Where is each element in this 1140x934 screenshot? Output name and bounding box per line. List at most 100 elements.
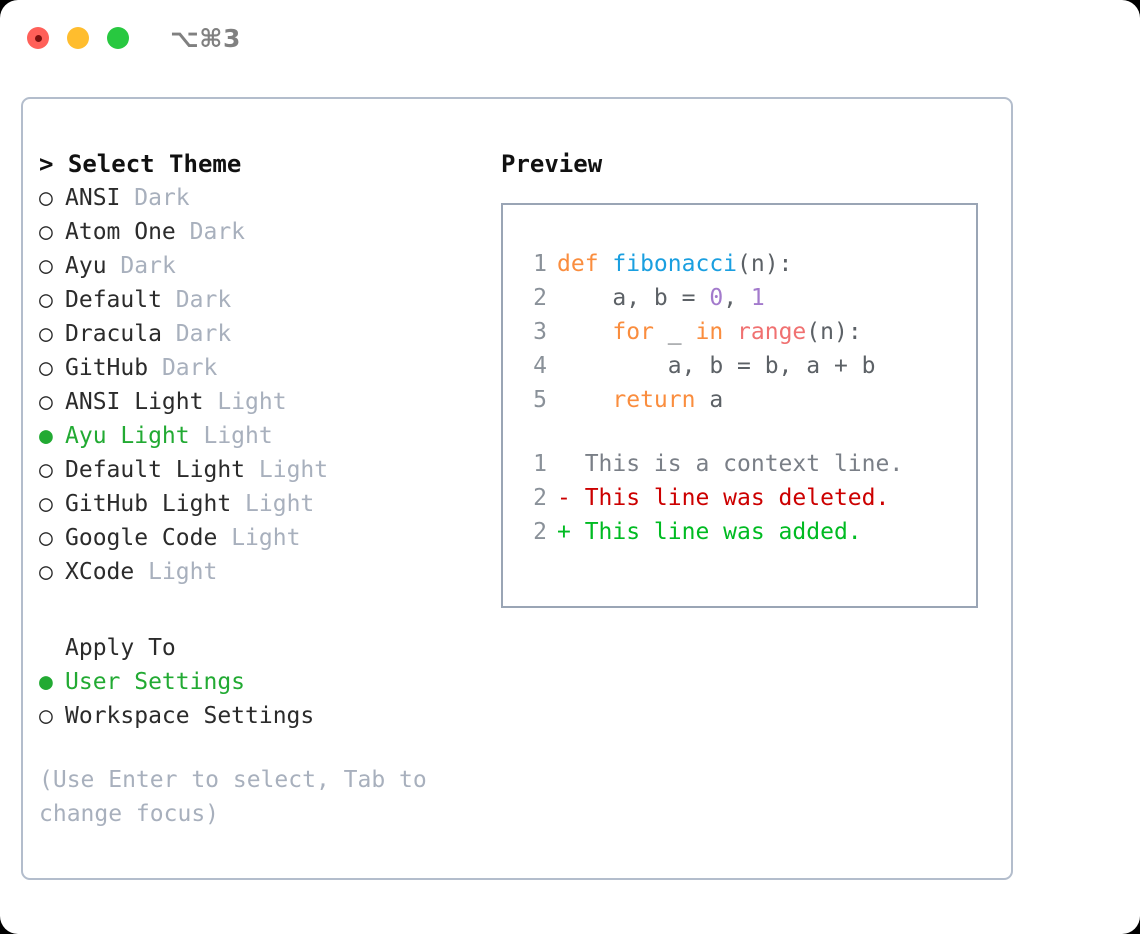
code-token-kw: for (612, 319, 654, 345)
theme-option-label: ANSI Light (65, 389, 204, 415)
traffic-lights (27, 27, 129, 49)
title-bar: ⌥⌘3 (0, 0, 1140, 78)
theme-option-label: Ayu Light (65, 423, 190, 449)
code-token-ctx: This is a context line. (557, 451, 904, 477)
code-token-id: a, b = b, a + b (557, 353, 876, 379)
theme-option-label: Default Light (65, 457, 246, 483)
theme-option-variant: Dark (134, 185, 190, 211)
code-token-kw: def (557, 251, 613, 277)
code-line: 3 for _ in range(n): (515, 315, 970, 349)
theme-option-label: Google Code (65, 525, 218, 551)
diff-line: 2 - This line was deleted. (515, 481, 970, 515)
code-token-fn: fibonacci (612, 251, 738, 277)
code-token-id: a, b = (557, 285, 710, 311)
theme-option-list: ○ANSI Dark○Atom One Dark○Ayu Dark○Defaul… (39, 181, 489, 589)
theme-option-github[interactable]: ○GitHub Dark (39, 351, 489, 385)
theme-option-ansi-light[interactable]: ○ ANSI Light Light (39, 385, 489, 419)
theme-option-variant: Light (203, 423, 273, 449)
radio-unselected-icon: ○ (39, 253, 53, 279)
select-theme-label: Select Theme (67, 150, 242, 178)
preview-title: Preview (501, 150, 603, 178)
line-number: 1 (533, 251, 547, 277)
theme-picker-column: > Select Theme ○ANSI Dark○Atom One Dark○… (39, 147, 489, 831)
theme-option-label: Ayu (65, 253, 107, 279)
theme-option-label: ANSI (65, 185, 121, 211)
diff-line: 1 This is a context line. (515, 447, 970, 481)
theme-option-label: Atom One (65, 219, 176, 245)
radio-unselected-icon: ○ (39, 287, 53, 313)
keyboard-shortcut-label: ⌥⌘3 (170, 24, 241, 53)
code-token-id (723, 319, 737, 345)
line-number: 5 (533, 387, 547, 413)
apply-to-header: Apply To (65, 635, 176, 661)
minimize-button[interactable] (67, 27, 89, 49)
radio-unselected-icon: ○ (39, 355, 53, 381)
theme-option-ayu-light[interactable]: ● Ayu Light Light (39, 419, 489, 453)
theme-option-ayu[interactable]: ○Ayu Dark (39, 249, 489, 283)
theme-option-default-light[interactable]: ○ Default Light Light (39, 453, 489, 487)
code-token-id (557, 319, 612, 345)
line-number: 3 (533, 319, 547, 345)
diff-line: 2 + This line was added. (515, 515, 970, 549)
code-token-id: a (695, 387, 724, 413)
theme-option-variant: Light (231, 525, 301, 551)
theme-option-atom-one[interactable]: ○ Atom One Dark (39, 215, 489, 249)
apply-to-option-workspace-settings[interactable]: ○ Workspace Settings (39, 699, 489, 733)
theme-option-label: XCode (65, 559, 135, 585)
theme-option-dracula[interactable]: ○Dracula Dark (39, 317, 489, 351)
theme-option-variant: Light (217, 389, 287, 415)
code-token-num: 1 (750, 285, 765, 311)
theme-option-variant: Dark (189, 219, 246, 245)
radio-unselected-icon: ○ (39, 219, 53, 245)
apply-to-option-label: User Settings (65, 669, 246, 695)
code-token-punc: (n): (806, 319, 862, 345)
diff-sample: 1 This is a context line. 2 - This line wa… (515, 447, 970, 549)
code-token-num: 0 (709, 285, 724, 311)
maximize-button[interactable] (107, 27, 129, 49)
line-number: 2 (533, 285, 547, 311)
code-token-kw: in (695, 319, 724, 345)
radio-unselected-icon: ○ (39, 703, 53, 729)
theme-option-default[interactable]: ○ Default Dark (39, 283, 489, 317)
apply-to-option-user-settings[interactable]: ● User Settings (39, 665, 489, 699)
radio-selected-icon: ● (39, 669, 53, 695)
radio-unselected-icon: ○ (39, 389, 53, 415)
radio-unselected-icon: ○ (39, 491, 53, 517)
radio-unselected-icon: ○ (39, 457, 53, 483)
code-line: 4 a, b = b, a + b (515, 349, 970, 383)
theme-option-label: Default (65, 287, 162, 313)
apply-to-option-list: ● User Settings ○ Workspace Settings (39, 665, 489, 733)
theme-option-variant: Dark (175, 287, 232, 313)
theme-option-github-light[interactable]: ○ GitHub Light Light (39, 487, 489, 521)
code-token-kw: return (612, 387, 696, 413)
code-token-id: _ (653, 319, 696, 345)
code-token-punc: (n): (737, 251, 793, 277)
keyboard-hint-text: (Use Enter to select, Tab to change focu… (39, 767, 427, 827)
theme-option-variant: Light (245, 491, 315, 517)
code-token-add: + This line was added. (557, 519, 862, 545)
theme-option-label: Dracula (65, 321, 162, 347)
theme-option-label: GitHub Light (65, 491, 232, 517)
select-theme-header: > Select Theme (39, 147, 489, 181)
close-button[interactable] (27, 27, 49, 49)
theme-option-ansi[interactable]: ○ANSI Dark (39, 181, 489, 215)
radio-unselected-icon: ○ (39, 321, 53, 347)
radio-selected-icon: ● (39, 423, 53, 449)
apply-to-option-label: Workspace Settings (65, 703, 315, 729)
code-line: 1 def fibonacci(n): (515, 247, 970, 281)
line-number: 1 (533, 451, 547, 477)
caret-icon: > (39, 150, 54, 178)
theme-option-label: GitHub (65, 355, 149, 381)
theme-option-variant: Light (258, 457, 329, 483)
line-number: 2 (533, 519, 547, 545)
code-token-bi: range (737, 319, 807, 345)
theme-option-xcode[interactable]: ○XCode Light (39, 555, 489, 589)
radio-unselected-icon: ○ (39, 525, 53, 551)
line-number: 2 (533, 485, 547, 511)
code-token-del: - This line was deleted. (557, 485, 890, 511)
code-token-id (557, 387, 612, 413)
theme-option-google-code[interactable]: ○ Google Code Light (39, 521, 489, 555)
